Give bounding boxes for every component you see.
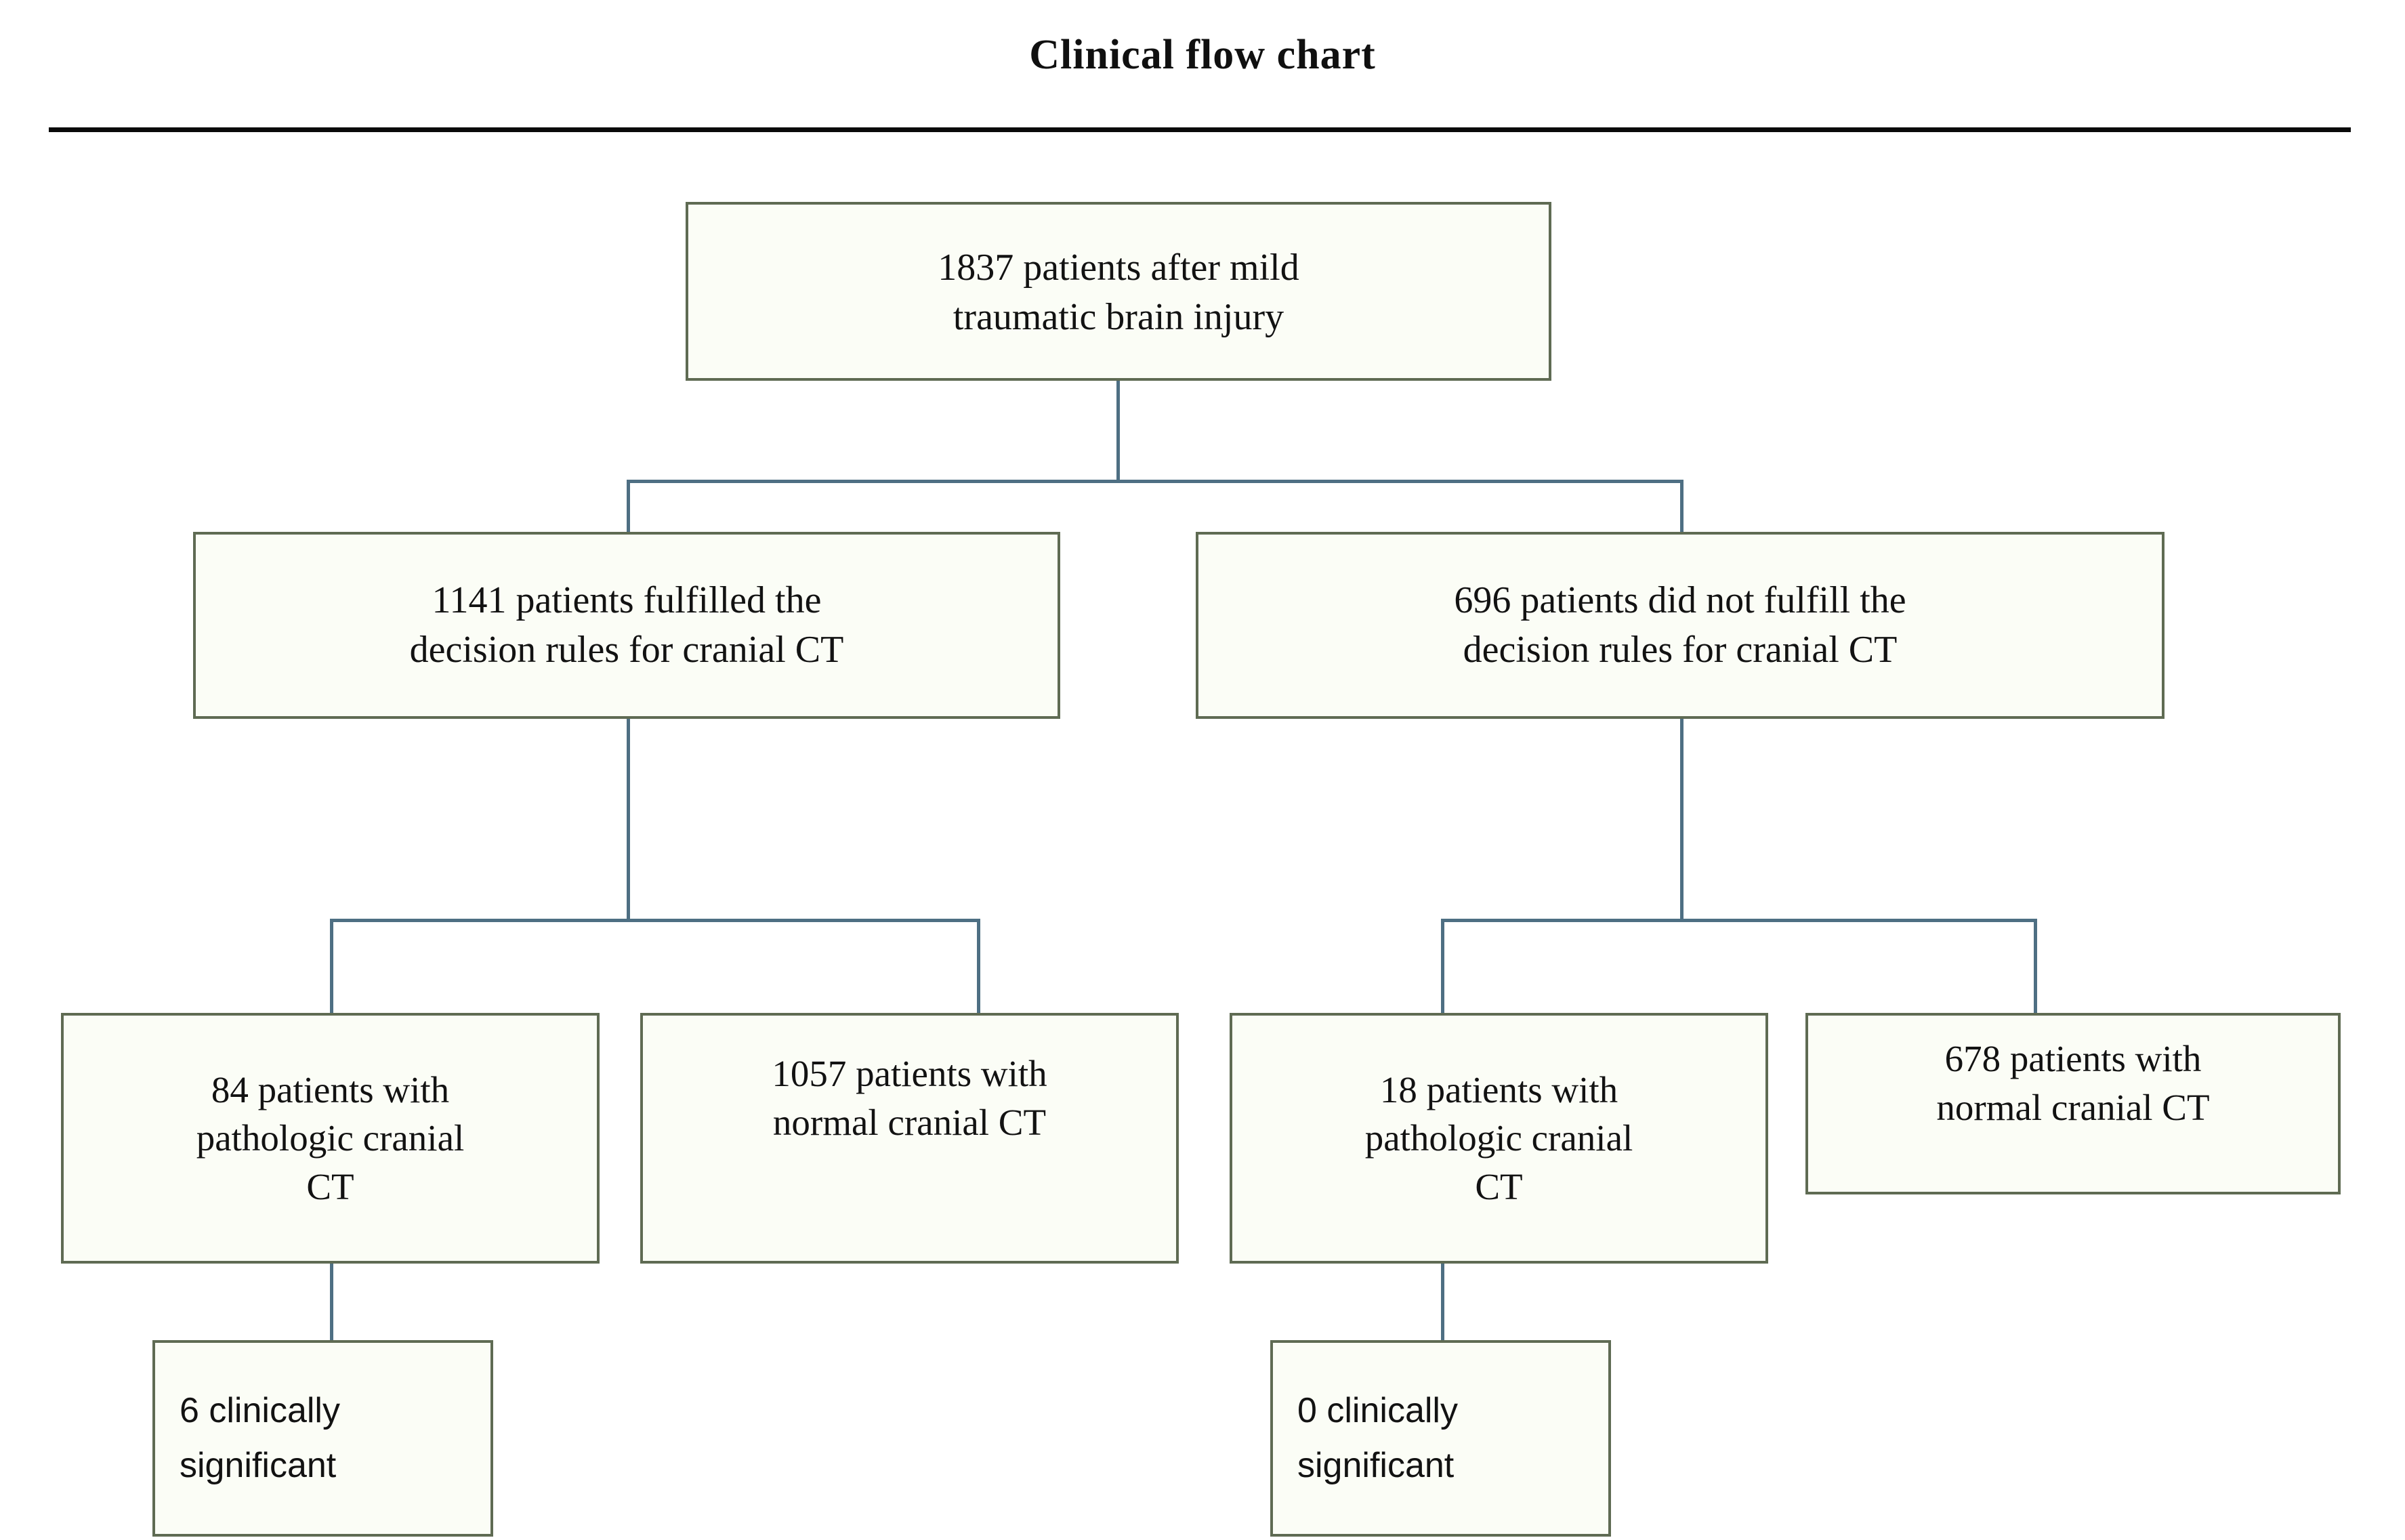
- node-fulfilled-rules[interactable]: 1141 patients fulfilled the decision rul…: [193, 532, 1060, 719]
- node-clinically-significant-left[interactable]: 6 clinically significant: [152, 1340, 493, 1537]
- connector-n3c-to-n4b: [1441, 1264, 1444, 1344]
- node-normal-ct-fulfilled-label: 1057 patients with normal cranial CT: [772, 1053, 1047, 1143]
- node-fulfilled-rules-label: 1141 patients fulfilled the decision rul…: [409, 579, 844, 671]
- connector-n1-down: [1116, 381, 1120, 482]
- connector-bus-to-n3d: [2034, 919, 2037, 1015]
- node-clinically-significant-left-label: 6 clinically significant: [180, 1391, 340, 1485]
- connector-n2a-down: [627, 718, 630, 921]
- connector-bus-level3-left: [330, 919, 980, 922]
- node-normal-ct-not-fulfilled-label: 678 patients with normal cranial CT: [1936, 1038, 2210, 1128]
- node-pathologic-ct-not-fulfilled[interactable]: 18 patients with pathologic cranial CT: [1230, 1013, 1768, 1264]
- connector-bus-level3-right: [1441, 919, 2037, 922]
- connector-bus-to-n2a: [627, 480, 630, 534]
- connector-n2b-down: [1680, 718, 1684, 921]
- node-clinically-significant-right[interactable]: 0 clinically significant: [1270, 1340, 1611, 1537]
- node-not-fulfilled-rules[interactable]: 696 patients did not fulfill the decisio…: [1196, 532, 2164, 719]
- node-pathologic-ct-not-fulfilled-label: 18 patients with pathologic cranial CT: [1364, 1068, 1633, 1207]
- node-normal-ct-fulfilled[interactable]: 1057 patients with normal cranial CT: [640, 1013, 1179, 1264]
- node-total-patients[interactable]: 1837 patients after mild traumatic brain…: [686, 202, 1551, 381]
- title-divider-rule: [49, 127, 2351, 132]
- connector-bus-to-n2b: [1680, 480, 1684, 534]
- connector-bus-to-n3b: [977, 919, 980, 1015]
- node-pathologic-ct-fulfilled[interactable]: 84 patients with pathologic cranial CT: [61, 1013, 600, 1264]
- connector-bus-level2: [627, 480, 1684, 483]
- node-total-patients-label: 1837 patients after mild traumatic brain…: [938, 247, 1299, 338]
- connector-bus-to-n3c: [1441, 919, 1444, 1015]
- node-pathologic-ct-fulfilled-label: 84 patients with pathologic cranial CT: [196, 1068, 465, 1207]
- connector-bus-to-n3a: [330, 919, 333, 1015]
- page-title: Clinical flow chart: [1029, 32, 1376, 78]
- node-clinically-significant-right-label: 0 clinically significant: [1297, 1391, 1458, 1485]
- connector-n3a-to-n4a: [330, 1264, 333, 1344]
- node-not-fulfilled-rules-label: 696 patients did not fulfill the decisio…: [1454, 579, 1906, 671]
- node-normal-ct-not-fulfilled[interactable]: 678 patients with normal cranial CT: [1805, 1013, 2341, 1194]
